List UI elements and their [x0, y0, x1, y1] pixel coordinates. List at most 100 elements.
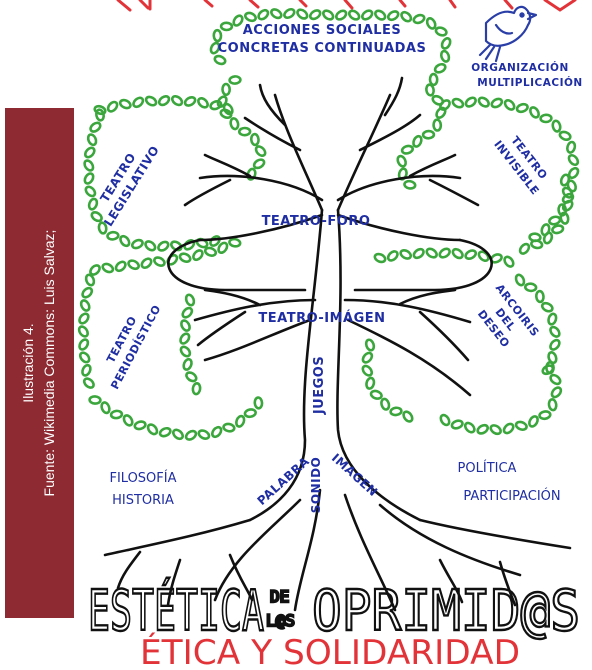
leaf-mark: [228, 74, 242, 86]
leaf-mark: [399, 143, 415, 156]
leaf-mark: [346, 7, 362, 23]
leaf-mark: [243, 407, 258, 419]
foro-bowl: [167, 238, 493, 292]
leaf-mark: [87, 119, 104, 135]
leaf-mark: [212, 28, 223, 43]
leaf-mark: [526, 413, 541, 430]
leaf-mark: [151, 254, 168, 269]
leaf-mark: [558, 210, 571, 226]
leaf-mark: [76, 310, 92, 327]
label-acciones-2: CONCRETAS CONTINUADAS: [218, 41, 427, 56]
leaf-mark: [157, 425, 173, 439]
leaf-mark: [548, 384, 564, 401]
leaf-mark: [143, 93, 159, 109]
leaf-mark: [233, 413, 247, 429]
leaf-mark: [221, 82, 232, 97]
leaf-mark: [117, 97, 134, 111]
leaf-mark: [513, 272, 527, 288]
leaf-mark: [564, 139, 578, 155]
leaf-mark: [177, 250, 193, 265]
leaf-mark: [320, 7, 336, 23]
leaf-mark: [183, 427, 199, 443]
leaf-mark: [433, 24, 449, 39]
leaf-mark: [462, 419, 478, 436]
leaf-mark: [81, 375, 97, 391]
leaf-mark: [565, 152, 581, 168]
leaf-mark: [228, 116, 241, 132]
leaf-mark: [109, 409, 124, 420]
leaf-mark: [437, 97, 453, 113]
leaf-mark: [523, 281, 538, 293]
leaf-mark: [424, 82, 436, 98]
leaf-mark: [78, 297, 93, 314]
leaf-mark: [368, 388, 384, 402]
leaf-mark: [76, 323, 91, 340]
caption-text: Ilustración 4. Fuente: Wikimedia Commons…: [18, 113, 60, 613]
leaf-mark: [364, 375, 377, 391]
leaf-mark: [112, 258, 129, 274]
leaf-mark: [476, 94, 492, 110]
leaf-mark: [449, 418, 465, 431]
leaf-mark: [397, 247, 414, 262]
leaf-mark: [221, 421, 237, 434]
label-teatro-foro: TEATRO-FORO: [262, 214, 371, 229]
leaf-mark: [105, 98, 121, 115]
caption-bar: [5, 108, 74, 618]
leaf-mark: [86, 196, 100, 212]
leaf-mark: [372, 251, 388, 265]
leaf-mark: [85, 132, 99, 148]
label-organizacion: ORGANIZACIÓN: [471, 61, 569, 74]
leaf-mark: [539, 113, 553, 124]
caption-line-2: Fuente: Wikimedia Commons: Luis Salvaz;: [41, 229, 57, 497]
leaf-mark: [545, 311, 559, 327]
leaf-mark: [88, 394, 102, 406]
leaf-mark: [437, 412, 453, 428]
label-sonido: SONIDO: [309, 457, 323, 514]
leaf-mark: [183, 292, 197, 308]
leaf-mark: [170, 426, 186, 442]
label-juegos: JUEGOS: [312, 356, 327, 415]
top-title-fragment: [116, 0, 577, 12]
leaf-mark: [550, 223, 566, 236]
leaf-mark: [363, 337, 377, 353]
leaf-mark: [249, 132, 261, 147]
leaf-mark: [144, 421, 161, 438]
leaf-mark: [421, 129, 436, 140]
leaf-mark: [463, 94, 479, 110]
leaf-mark: [402, 179, 418, 191]
title-etica: ÉTICA Y SOLIDARIDAD: [140, 632, 520, 670]
leaf-mark: [400, 408, 416, 425]
caption-line-1: Ilustración 4.: [20, 323, 36, 403]
label-imagen: IMAGEN: [329, 451, 381, 499]
leaf-mark: [100, 261, 116, 275]
leaf-mark: [547, 214, 563, 227]
title-de: DE: [270, 587, 289, 606]
trunk-left: [248, 208, 324, 522]
leaf-mark: [541, 230, 555, 246]
leaf-mark: [359, 362, 375, 379]
leaf-mark: [182, 94, 198, 109]
leaf-mark: [385, 8, 401, 23]
leaf-mark: [527, 104, 542, 121]
leaf-mark: [398, 9, 414, 25]
leaf-mark: [432, 118, 443, 132]
dove-icon: [478, 5, 538, 63]
leaf-mark: [372, 7, 388, 23]
leaf-mark: [432, 61, 448, 76]
leaf-mark: [394, 153, 409, 169]
leaf-mark: [410, 133, 425, 150]
leaf-mark: [219, 21, 234, 32]
title-estetica: ESTÉTICA: [88, 579, 264, 644]
leaf-mark: [212, 53, 228, 67]
leaf-mark: [252, 143, 269, 159]
leaf-mark: [411, 12, 427, 26]
leaf-mark: [81, 170, 97, 187]
leaf-mark: [98, 400, 113, 416]
leaf-mark: [190, 247, 206, 263]
leaf-mark: [462, 247, 479, 262]
label-multiplicacion: MULTIPLICACIÓN: [477, 76, 582, 89]
leaf-mark: [557, 129, 573, 143]
leaf-mark: [474, 422, 491, 437]
label-palabra: PALABRA: [254, 454, 312, 508]
